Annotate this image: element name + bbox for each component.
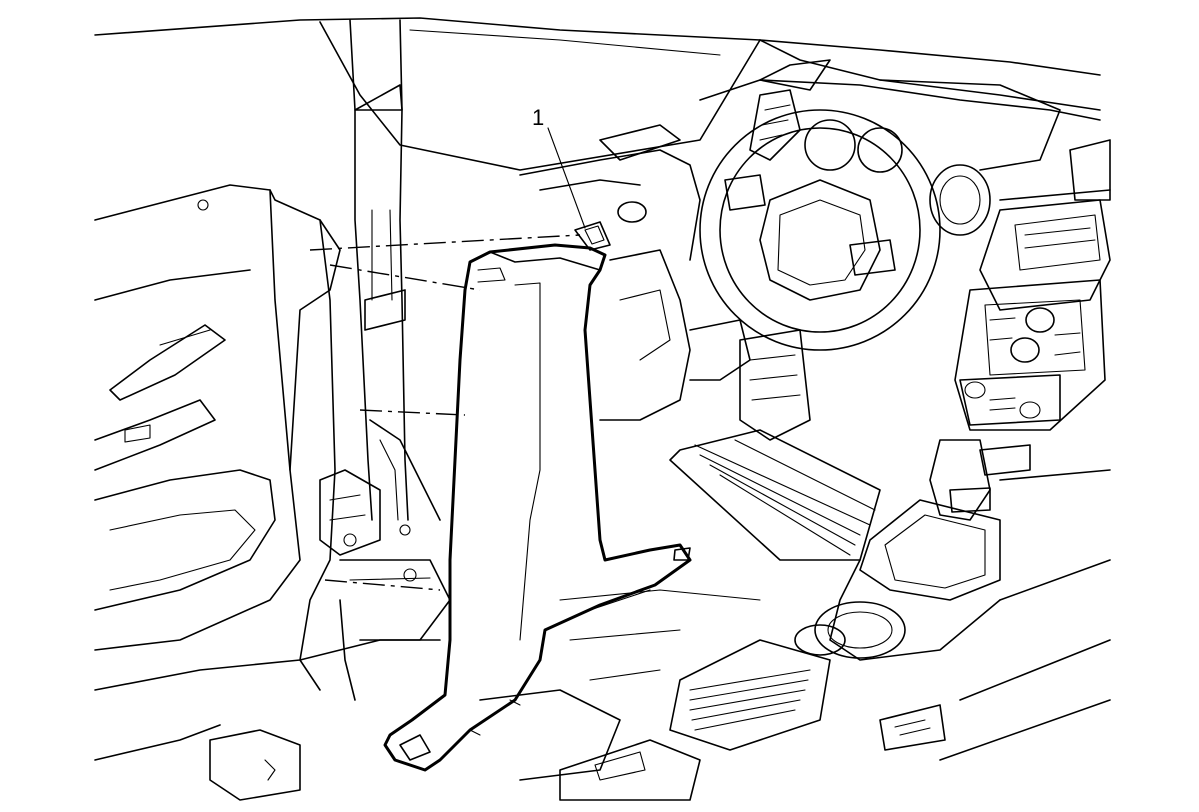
steering-wheel xyxy=(699,109,991,351)
callout-1: 1 xyxy=(532,105,586,229)
b-pillar-trim-panel xyxy=(383,221,692,772)
floor-lines xyxy=(479,589,761,781)
front-door xyxy=(94,184,301,651)
callout-label: 1 xyxy=(532,105,544,130)
alignment-lines xyxy=(309,234,581,591)
floor-sill xyxy=(94,559,451,801)
rear-door-opening xyxy=(519,124,751,421)
cup-holders xyxy=(559,559,1111,801)
floor-mat xyxy=(669,329,881,561)
center-console xyxy=(954,199,1111,431)
dashboard xyxy=(699,59,1111,201)
gear-shifter xyxy=(829,439,1111,661)
b-pillar-structure xyxy=(269,19,441,691)
roof-headliner xyxy=(94,17,1101,171)
